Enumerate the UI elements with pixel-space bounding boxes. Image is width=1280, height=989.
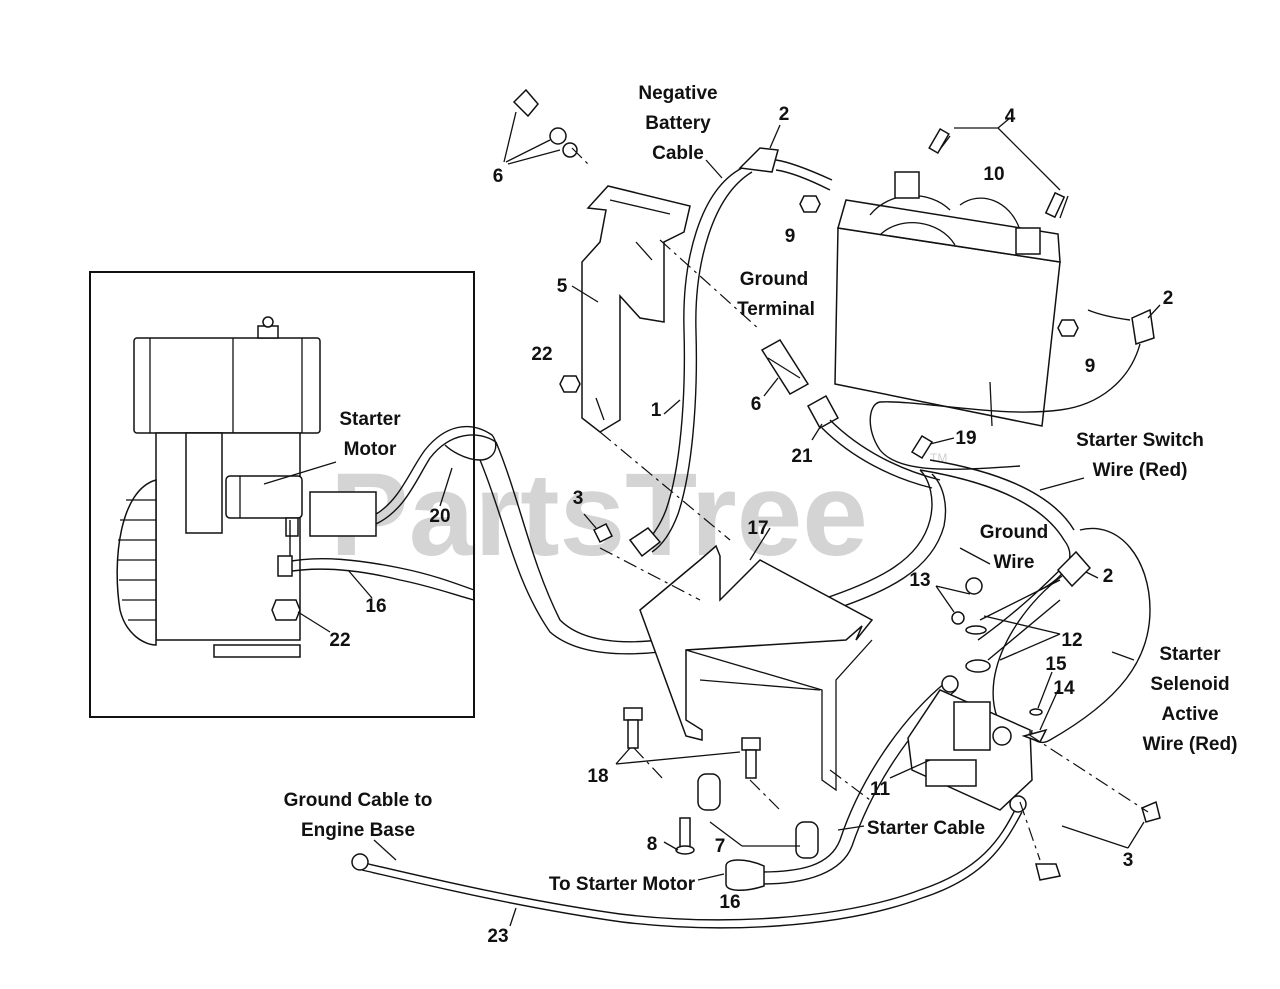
watermark: PartsTree (330, 449, 868, 581)
callout-6: 6 (493, 166, 504, 187)
svg-text:Starter: Starter (1159, 644, 1221, 665)
callout-1: 1 (651, 400, 662, 421)
label-ground-wire: Ground Wire (980, 522, 1049, 573)
mounting-bracket (503, 88, 761, 541)
svg-text:Cable: Cable (652, 143, 704, 164)
callout-4: 4 (1005, 106, 1016, 127)
callout-2: 2 (779, 104, 790, 125)
svg-text:Battery: Battery (645, 113, 711, 134)
callout-11: 11 (870, 779, 891, 800)
starter-solenoid (889, 577, 1161, 881)
callout-16: 16 (365, 596, 386, 617)
svg-text:Motor: Motor (344, 439, 397, 460)
callout-3: 3 (573, 488, 584, 509)
callout-21: 21 (791, 446, 813, 467)
callout-18: 18 (587, 766, 608, 787)
cables (351, 159, 1151, 929)
svg-text:Wire: Wire (993, 552, 1034, 573)
callout-10: 10 (983, 164, 1004, 185)
label-starter-motor: Starter Motor (339, 409, 401, 460)
engine-inset (89, 271, 497, 718)
label-negative-battery-cable: Negative Battery Cable (638, 83, 717, 164)
svg-text:Starter: Starter (339, 409, 401, 430)
callout-8: 8 (647, 834, 658, 855)
label-starter-cable: Starter Cable (867, 818, 985, 839)
callout-20: 20 (429, 506, 450, 527)
callout-19: 19 (955, 428, 976, 449)
watermark-tm: TM (930, 451, 947, 465)
svg-text:Terminal: Terminal (737, 299, 815, 320)
callout-22: 22 (329, 630, 350, 651)
battery-assembly (738, 117, 1161, 470)
callout-6: 6 (751, 394, 762, 415)
callout-2: 2 (1103, 566, 1114, 587)
callout-12: 12 (1061, 630, 1082, 651)
callout-16: 16 (719, 892, 740, 913)
label-ground-terminal: Ground Terminal (737, 269, 815, 320)
svg-text:Starter Switch: Starter Switch (1076, 430, 1204, 451)
label-ground-cable-engine: Ground Cable to Engine Base (284, 790, 433, 841)
svg-text:Ground: Ground (980, 522, 1049, 543)
svg-text:Selenoid: Selenoid (1150, 674, 1229, 695)
label-to-starter-motor: To Starter Motor (549, 874, 696, 895)
lower-bracket (583, 513, 874, 859)
callout-5: 5 (557, 276, 568, 297)
svg-text:Wire (Red): Wire (Red) (1143, 734, 1238, 755)
callout-13: 13 (909, 570, 930, 591)
callout-22: 22 (531, 344, 552, 365)
svg-text:Ground: Ground (740, 269, 809, 290)
svg-text:Active: Active (1161, 704, 1218, 725)
label-starter-switch-wire: Starter Switch Wire (Red) (1076, 430, 1204, 481)
callout-23: 23 (487, 926, 508, 947)
callout-14: 14 (1053, 678, 1075, 699)
callout-3: 3 (1123, 850, 1134, 871)
label-starter-selenoid-wire: Starter Selenoid Active Wire (Red) (1143, 644, 1238, 755)
svg-text:Ground Cable to: Ground Cable to (284, 790, 433, 811)
callout-2: 2 (1163, 288, 1174, 309)
callout-7: 7 (715, 836, 726, 857)
callout-15: 15 (1045, 654, 1067, 675)
callout-9: 9 (1085, 356, 1096, 377)
svg-text:Engine Base: Engine Base (301, 820, 415, 841)
callout-9: 9 (785, 226, 796, 247)
svg-text:Wire (Red): Wire (Red) (1093, 460, 1188, 481)
callout-17: 17 (747, 518, 768, 539)
svg-text:Negative: Negative (638, 83, 717, 104)
